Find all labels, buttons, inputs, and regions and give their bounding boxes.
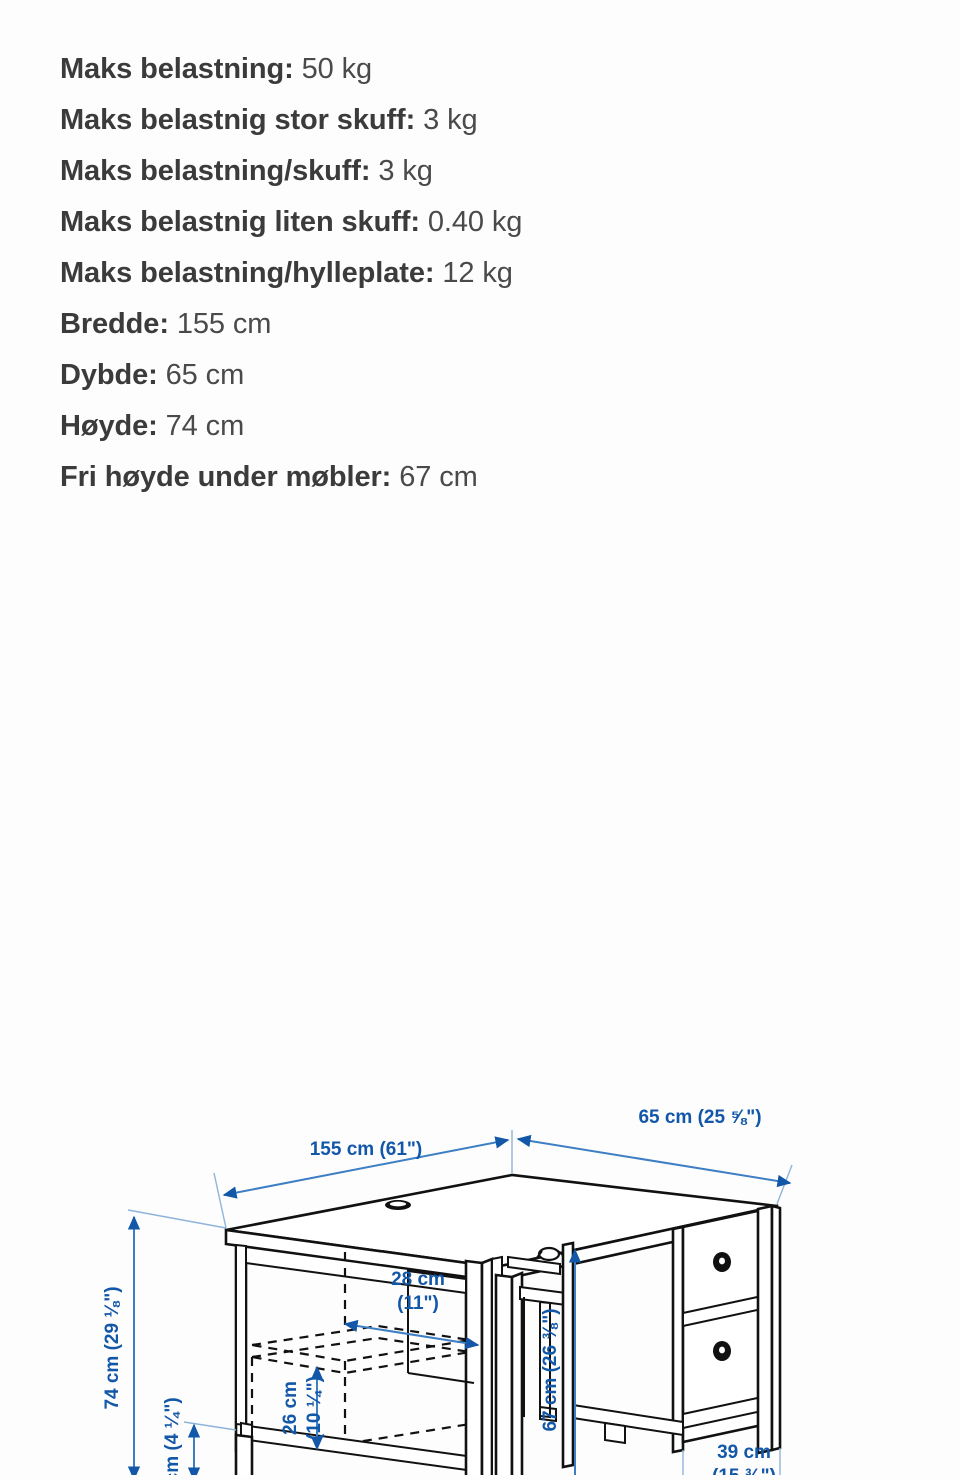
spec-value: 67 cm — [399, 461, 478, 493]
spec-value: 50 kg — [301, 53, 373, 85]
dim-label-free-height: 67 cm (26 ⅜") — [540, 1308, 561, 1431]
desk-dimensions: 155 cm (61") 65 cm (25 ⅝") 74 cm (29 ⅛")… — [102, 1107, 793, 1475]
spec-row: Fri høyde under møbler: 67 cm — [60, 452, 920, 503]
spec-value: 12 kg — [442, 257, 513, 289]
specifications-list: Maks belastning: 50 kg Maks belastnig st… — [60, 44, 920, 503]
spec-row: Bredde: 155 cm — [60, 299, 920, 350]
spec-label: Maks belastning/hylleplate: — [60, 257, 435, 289]
spec-row: Maks belastning: 50 kg — [60, 44, 920, 95]
spec-value: 65 cm — [165, 359, 245, 391]
spec-value: 3 kg — [378, 155, 433, 187]
spec-row: Maks belastning/hylleplate: 12 kg — [60, 248, 920, 299]
spec-label: Bredde: — [60, 308, 169, 340]
dim-label-height-total: 74 cm (29 ⅛") — [102, 1286, 123, 1409]
technical-drawing: .ln { fill:none; stroke:#111; stroke-wid… — [0, 545, 960, 1475]
drawer-knob-icon — [713, 1341, 731, 1361]
drawer-knob-icon — [713, 1252, 731, 1272]
spec-value: 155 cm — [176, 308, 272, 340]
spec-label: Dybde: — [60, 359, 158, 391]
dim-label-right-section: 39 cm(15 ⅜") — [712, 1442, 776, 1475]
dim-label-depth-top: 65 cm (25 ⅝") — [638, 1107, 761, 1128]
spec-label: Maks belastnig liten skuff: — [60, 206, 420, 238]
spec-label: Fri høyde under møbler: — [60, 461, 392, 493]
desk-drawing — [224, 1173, 782, 1475]
spec-row: Dybde: 65 cm — [60, 350, 920, 401]
spec-label: Maks belastnig stor skuff: — [60, 104, 416, 136]
spec-value: 74 cm — [165, 410, 245, 442]
spec-row: Maks belastnig stor skuff: 3 kg — [60, 95, 920, 146]
spec-value: 0.40 kg — [427, 206, 523, 238]
dim-label-shelf-height: 26 cm(10 ¼") — [280, 1376, 325, 1440]
spec-label: Maks belastning/skuff: — [60, 155, 371, 187]
desk-center-section — [407, 1246, 567, 1475]
spec-row: Høyde: 74 cm — [60, 401, 920, 452]
spec-row: Maks belastnig liten skuff: 0.40 kg — [60, 197, 920, 248]
spec-row: Maks belastning/skuff: 3 kg — [60, 146, 920, 197]
dim-label-leg-clearance: 11 cm (4 ¼") — [162, 1397, 183, 1475]
dim-label-width-top: 155 cm (61") — [310, 1139, 423, 1160]
spec-label: Maks belastning: — [60, 53, 294, 85]
spec-value: 3 kg — [423, 104, 478, 136]
dim-label-shelf-depth: 28 cm(11") — [391, 1269, 445, 1314]
desk-left-shelf-section — [234, 1243, 494, 1475]
spec-label: Høyde: — [60, 410, 158, 442]
